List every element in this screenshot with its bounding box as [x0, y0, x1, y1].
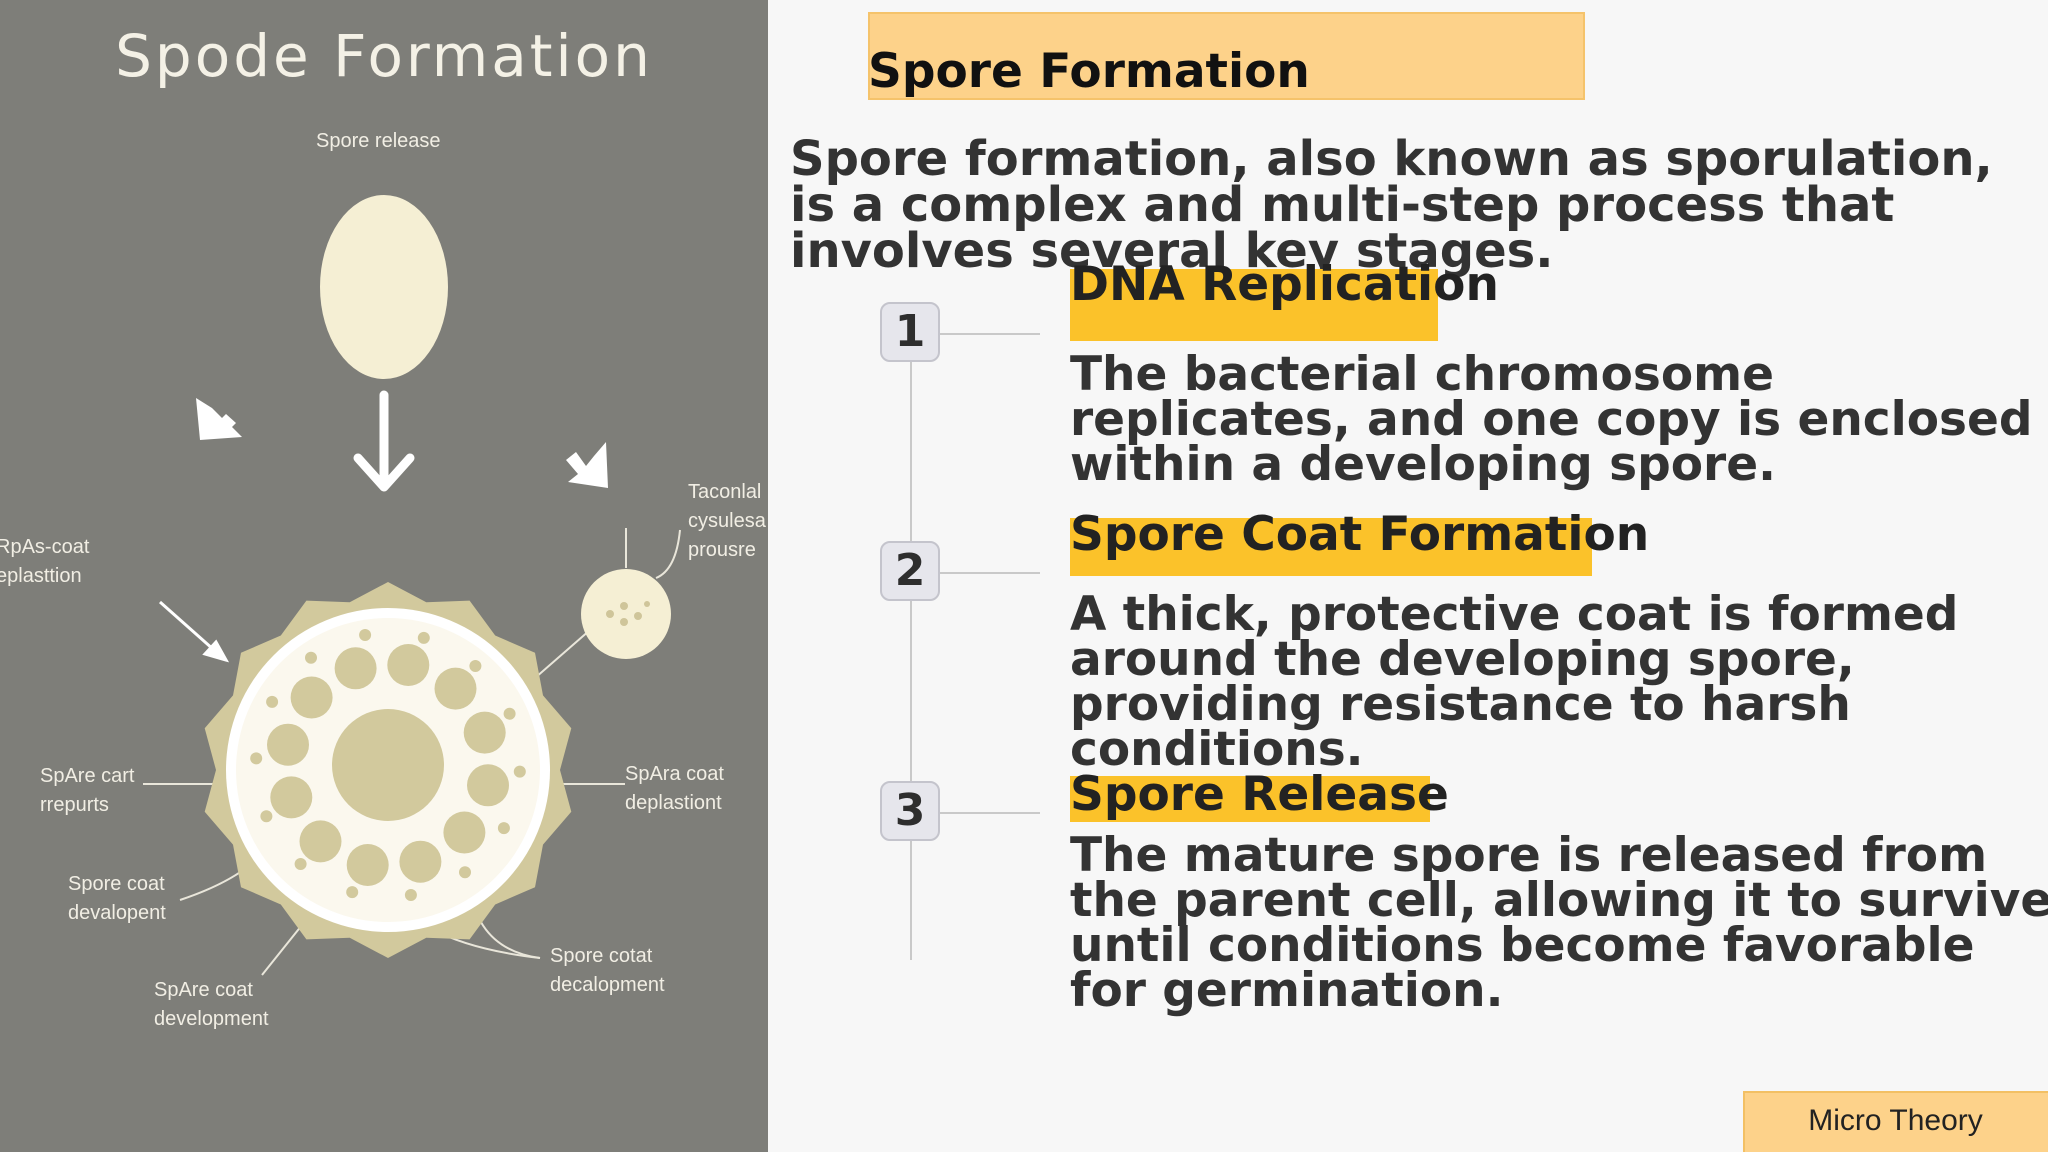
step-3-title-highlight	[1070, 776, 1430, 822]
slide-title: Spore Formation	[868, 44, 1310, 99]
step-3-number-badge: 3	[880, 781, 940, 841]
label-top-right: Taconlal cysulesa prousre	[688, 481, 766, 561]
spore-cell	[204, 582, 572, 958]
label-left-top: RpAs-coat eplasttion	[0, 536, 90, 587]
arrow-pointer-icon	[159, 600, 230, 663]
small-vesicle	[581, 569, 671, 659]
label-right-mid: SpAra coat deplastiont	[625, 763, 724, 814]
step-2-title-highlight	[1070, 518, 1592, 576]
step-3-connector	[940, 812, 1040, 814]
step-2-number-badge: 2	[880, 541, 940, 601]
intro-text: Spore formation, also known as sporulati…	[790, 131, 1993, 279]
spore-oval	[320, 195, 448, 379]
brand-box	[1743, 1091, 2048, 1152]
step-2-body: A thick, protective coat is formed aroun…	[1070, 587, 1959, 777]
title-highlight	[868, 12, 1585, 100]
arrow-down-left-icon	[196, 398, 242, 440]
label-left-mid: SpAre cart rrepurts	[40, 765, 135, 816]
step-1-title-highlight	[1070, 269, 1438, 341]
label-bottom-right: Spore cotat decalopment	[550, 945, 665, 996]
illustration-panel: Spode Formation Spore release Taconlal c…	[0, 0, 768, 1152]
illustration-title: Spode Formation	[115, 22, 653, 90]
timeline-line	[910, 320, 912, 960]
step-1-title: DNA Replication	[1070, 257, 1499, 312]
step-3-title: Spore Release	[1070, 767, 1449, 822]
arrow-down-right-icon	[566, 442, 608, 488]
spore-illustration	[143, 195, 681, 976]
step-1-number-badge: 1	[880, 302, 940, 362]
step-2-connector	[940, 572, 1040, 574]
label-bottom-left: SpAre coat development	[154, 979, 269, 1030]
step-2-title: Spore Coat Formation	[1070, 507, 1650, 562]
label-spore-release: Spore release	[316, 130, 441, 152]
step-3-body: The mature spore is released from the pa…	[1070, 828, 2048, 1018]
brand-label: Micro Theory	[1808, 1104, 1983, 1137]
label-left-low: Spore coat devalopent	[68, 873, 166, 924]
step-1-connector	[940, 333, 1040, 335]
arrow-down-icon	[353, 390, 415, 492]
step-1-body: The bacterial chromosome replicates, and…	[1070, 347, 2033, 492]
content-panel: Spore Formation Spore formation, also kn…	[768, 0, 2048, 1152]
